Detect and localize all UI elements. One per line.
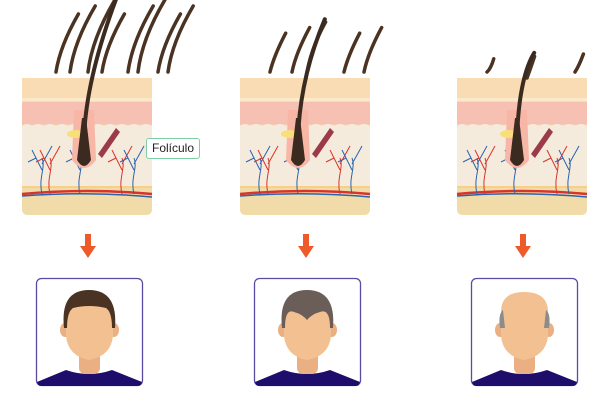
arrow-down-icon [515,234,531,258]
hair-strand [166,4,195,74]
portrait-thinning [253,277,362,387]
hair-strand [485,57,496,74]
hair-strand [290,25,312,74]
portrait-bald [470,277,579,387]
hair-strand [573,52,586,74]
skin-cross-section-bald [456,50,588,215]
hair-strand [126,4,155,74]
skin-cross-section-healthy [21,0,195,215]
arrow-down-icon [80,234,96,258]
portrait-healthy [35,277,144,387]
hair-strand [362,25,384,74]
skin-cross-section-thinning [239,17,384,215]
hair-strand [100,12,127,74]
hair-strand [54,12,81,74]
hair-strand [525,54,537,80]
hair-strand [136,0,167,74]
hair-strand [68,4,97,74]
arrow-down-icon [298,234,314,258]
hair-strand [156,12,183,74]
hair-strand [342,31,362,74]
hair-strand [268,31,288,74]
follicle-label: Folículo [146,138,201,159]
